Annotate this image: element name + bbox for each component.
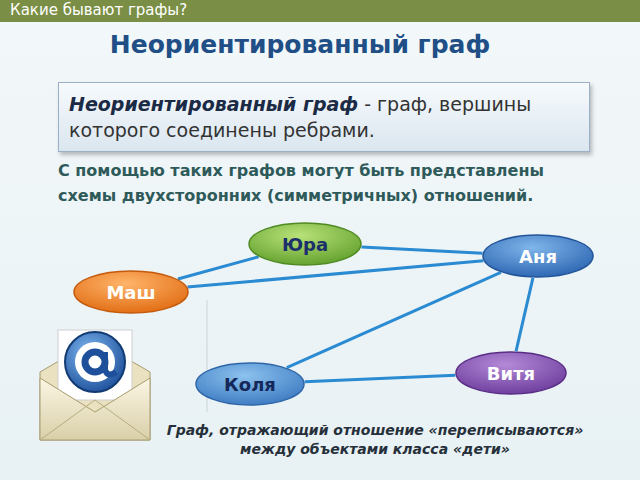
person-node: Витя [455,351,567,395]
graph-edge [178,257,259,279]
definition-term: Неориентированный граф [69,93,358,115]
node-label: Маш [106,282,155,303]
graph-edge [187,261,483,287]
graph-edge [361,247,482,253]
section-label: Какие бывают графы? [10,1,187,19]
person-node: Юра [248,222,362,266]
person-node: Аня [482,234,594,278]
title: Неориентированный граф [0,30,600,59]
graph-edge [287,272,501,367]
node-label: Аня [519,246,557,267]
caption: Граф, отражающий отношение «переписывают… [150,421,600,459]
definition-box: Неориентированный граф - граф, вершины к… [58,82,590,152]
description-text: С помощью таких графов могут быть предст… [58,158,558,208]
node-label: Юра [282,234,328,255]
graph-edge [305,375,456,381]
graph-edge [516,278,533,351]
person-node: Маш [73,270,189,314]
person-node: Коля [195,362,305,406]
email-icon [40,330,150,440]
node-label: Коля [224,374,276,395]
node-label: Витя [487,363,535,384]
